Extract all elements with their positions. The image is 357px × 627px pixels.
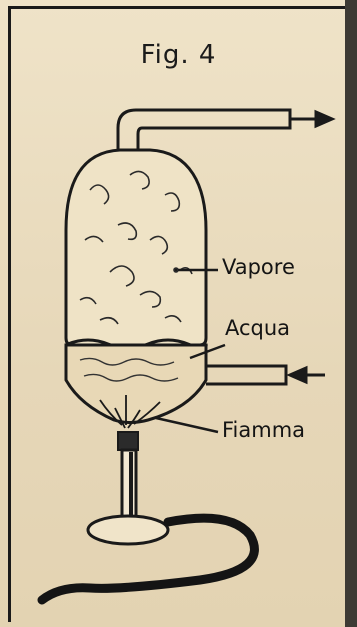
label-vapore: Vapore [222, 255, 295, 279]
boiler-vessel [66, 150, 206, 345]
water-chamber [66, 345, 206, 423]
outlet-arrow [290, 112, 332, 126]
label-fiamma: Fiamma [222, 418, 305, 442]
water-inlet-pipe [206, 366, 286, 384]
steam-outlet-pipe [118, 110, 290, 150]
bunsen-burner [88, 432, 168, 544]
inlet-arrow [290, 368, 325, 382]
label-acqua: Acqua [225, 316, 290, 340]
